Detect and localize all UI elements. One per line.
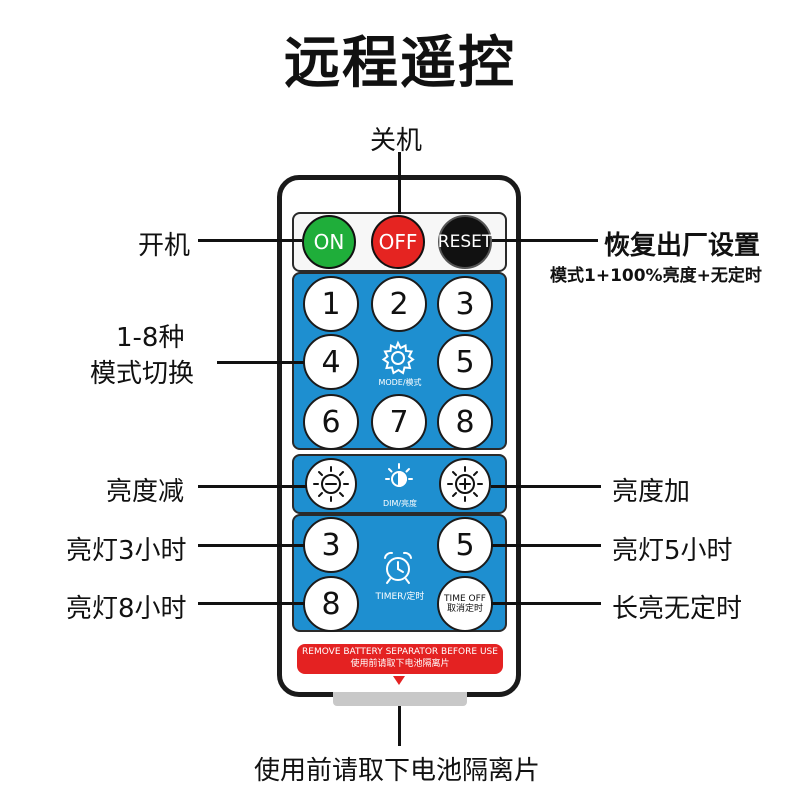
mode-button-7[interactable]: 7 [371, 394, 427, 450]
timer-3h-button[interactable]: 3 [303, 517, 359, 573]
mode-button-label: 6 [321, 404, 341, 440]
callout-dim-up: 亮度加 [612, 477, 691, 507]
timer-5h-button[interactable]: 5 [437, 517, 493, 573]
mode-button-8[interactable]: 8 [437, 394, 493, 450]
callout-separator: 使用前请取下电池隔离片 [254, 756, 541, 786]
mode-button-label: 4 [321, 344, 341, 380]
time-off-sublabel: 取消定时 [446, 604, 483, 614]
mode-button-3[interactable]: 3 [437, 276, 493, 332]
callout-line-separator [398, 706, 401, 746]
warning-banner: REMOVE BATTERY SEPARATOR BEFORE USE 使用前请… [297, 644, 503, 674]
off-button-label: OFF [378, 230, 418, 254]
mode-button-label: 3 [455, 286, 475, 322]
callout-line-modes [217, 361, 304, 364]
mode-button-label: 1 [321, 286, 341, 322]
callout-timer5: 亮灯5小时 [612, 536, 733, 566]
timer-label: TIMER/定时 [375, 592, 425, 602]
warning-text-zh: 使用前请取下电池隔离片 [350, 659, 450, 669]
mode-button-6[interactable]: 6 [303, 394, 359, 450]
off-button[interactable]: OFF [371, 215, 425, 269]
reset-button[interactable]: RESET [438, 215, 492, 269]
callout-line-off [398, 152, 401, 214]
callout-line-timer3 [198, 544, 305, 547]
callout-timer3: 亮灯3小时 [66, 536, 187, 566]
callout-line-timer8 [198, 602, 305, 605]
gear-icon [381, 340, 415, 375]
callout-no-timer: 长亮无定时 [612, 594, 743, 624]
mode-button-label: 5 [455, 344, 475, 380]
page-title: 远程遥控 [284, 31, 516, 96]
callout-line-on [198, 239, 302, 242]
callout-timer8: 亮灯8小时 [66, 594, 187, 624]
mode-button-label: 7 [389, 404, 409, 440]
mode-button-5[interactable]: 5 [437, 334, 493, 390]
callout-on: 开机 [138, 231, 191, 261]
time-off-label: TIME OFF [444, 594, 486, 604]
timer-button-label: 8 [321, 586, 341, 622]
timer-button-label: 5 [455, 527, 475, 563]
mode-label: MODE/模式 [378, 378, 422, 387]
brightness-down-icon [313, 466, 349, 502]
dim-up-button[interactable] [439, 458, 491, 510]
reset-button-label: RESET [437, 232, 493, 252]
callout-reset-detail: 模式1+100%亮度+无定时 [550, 266, 762, 286]
timer-button-label: 3 [321, 527, 341, 563]
on-button[interactable]: ON [302, 215, 356, 269]
warning-text-en: REMOVE BATTERY SEPARATOR BEFORE USE [302, 647, 498, 657]
callout-line-dim-up [491, 485, 601, 488]
mode-button-4[interactable]: 4 [303, 334, 359, 390]
callout-reset: 恢复出厂设置 [604, 231, 761, 261]
callout-line-dim-down [198, 485, 307, 488]
battery-separator-tab[interactable] [333, 692, 467, 706]
on-button-label: ON [313, 230, 345, 254]
dim-half-sun-icon [385, 463, 413, 488]
callout-modes-line2: 模式切换 [90, 359, 195, 389]
mode-button-1[interactable]: 1 [303, 276, 359, 332]
alarm-clock-icon [384, 551, 412, 584]
mode-button-label: 8 [455, 404, 475, 440]
brightness-up-icon [447, 466, 483, 502]
mode-button-label: 2 [389, 286, 409, 322]
callout-line-timer5 [491, 544, 601, 547]
mode-button-2[interactable]: 2 [371, 276, 427, 332]
callout-line-reset [492, 239, 598, 242]
callout-off: 关机 [370, 126, 423, 156]
dim-down-button[interactable] [305, 458, 357, 510]
timer-8h-button[interactable]: 8 [303, 576, 359, 632]
dim-label: DIM/亮度 [382, 499, 418, 508]
callout-modes-line1: 1-8种 [116, 323, 185, 353]
callout-line-no-timer [491, 602, 601, 605]
down-arrow-icon [393, 676, 405, 685]
time-off-button[interactable]: TIME OFF 取消定时 [437, 576, 493, 632]
callout-dim-down: 亮度减 [106, 477, 185, 507]
